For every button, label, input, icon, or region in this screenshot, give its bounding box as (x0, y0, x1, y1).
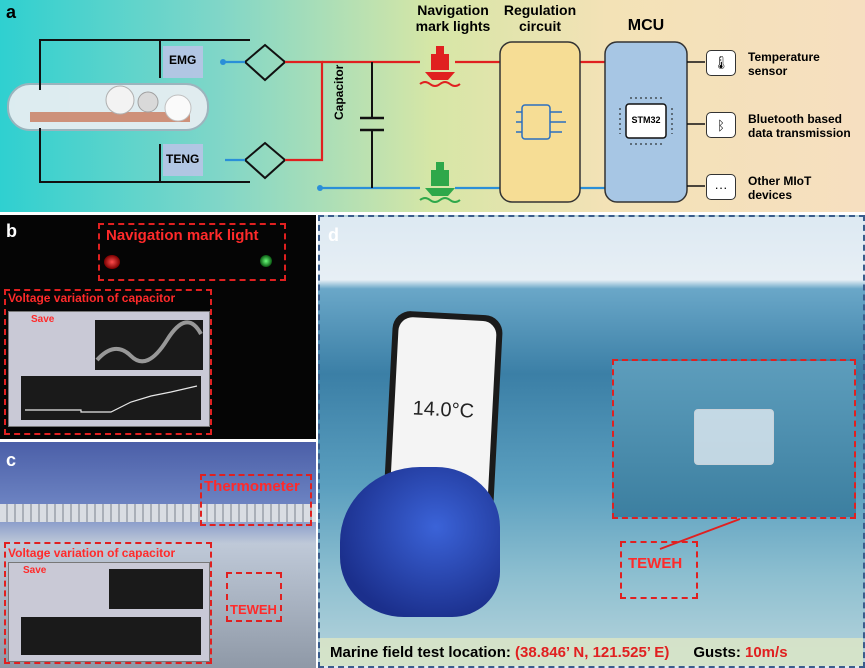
panel-a: a (0, 0, 865, 212)
teweh-highlight-c (226, 572, 282, 622)
caption-prefix: Marine field test location: (330, 644, 516, 661)
voltage-highlight-c (4, 542, 212, 664)
connector-line (659, 518, 741, 550)
teweh-label-c: TEWEH (230, 602, 277, 617)
ellipsis-icon: ··· (706, 174, 736, 200)
teweh-label-d: TEWEH (628, 555, 683, 572)
nav-light-label: Navigation mark light (106, 227, 259, 244)
voltage-highlight (4, 289, 212, 435)
transparent-box (694, 409, 774, 465)
caption-coords: (38.846’ N, 121.525’ E) (515, 644, 670, 661)
bluetooth-icon: ᛒ (706, 112, 736, 138)
caption-bar: Marine field test location: (38.846’ N, … (320, 638, 863, 666)
panel-c: c Thermometer Voltage variation of capac… (0, 442, 316, 668)
green-navigation-light (419, 162, 461, 203)
circuit-diagram (7, 39, 705, 203)
panel-letter-c: c (6, 450, 17, 470)
device-inset (612, 359, 856, 519)
sensor-label-temperature: Temperature sensor (748, 50, 820, 78)
red-light-glow (104, 255, 120, 269)
thermometer-label: Thermometer (204, 478, 300, 495)
labview-screen-c: Save (8, 562, 210, 662)
caption-gusts-value: 10m/s (745, 644, 788, 661)
nav-lights-title: Navigation mark lights (415, 2, 491, 34)
voltage-plot-c (21, 617, 201, 655)
voltage-label-c: Voltage variation of capacitor (8, 546, 176, 560)
tube-device (7, 83, 209, 131)
mcu-title: MCU (627, 17, 665, 34)
nav-light-highlight (98, 223, 286, 281)
teng-label: TENG (166, 152, 200, 166)
rail (0, 504, 316, 522)
panel-b: b Navigation mark light Voltage variatio… (0, 215, 316, 439)
thermometer-icon: 🌡 (706, 50, 736, 76)
teweh-highlight-d (620, 541, 698, 599)
blue-glove (340, 467, 500, 617)
sensor-label-bluetooth: Bluetooth based data transmission (748, 112, 851, 140)
capacitor-label: Capacitor (332, 64, 346, 120)
voltage-label: Voltage variation of capacitor (8, 291, 176, 305)
panel-d: d 14.0°C TEWEH Marine field test locatio… (318, 215, 865, 668)
panel-letter-b: b (6, 221, 17, 241)
panel-letter-d: d (328, 225, 339, 245)
thermometer-highlight (200, 474, 312, 526)
labview-screen: Save (8, 311, 210, 427)
emg-label: EMG (169, 53, 197, 67)
waveform-plot (95, 320, 203, 370)
save-label: Save (31, 314, 55, 325)
sensor-label-other: Other MIoT devices (748, 174, 812, 202)
caption-gusts-label: Gusts: (693, 644, 745, 661)
voltage-plot (21, 376, 201, 420)
panel-letter-a: a (6, 2, 17, 22)
waveform-plot-c (109, 569, 203, 609)
red-navigation-light (419, 46, 461, 87)
regulation-circuit-title: Regulation circuit (503, 2, 577, 34)
green-light-glow (260, 255, 272, 267)
save-label-c: Save (23, 565, 47, 576)
circuit-board-icon (516, 104, 566, 140)
stm32-chip-label: STM32 (631, 115, 661, 125)
